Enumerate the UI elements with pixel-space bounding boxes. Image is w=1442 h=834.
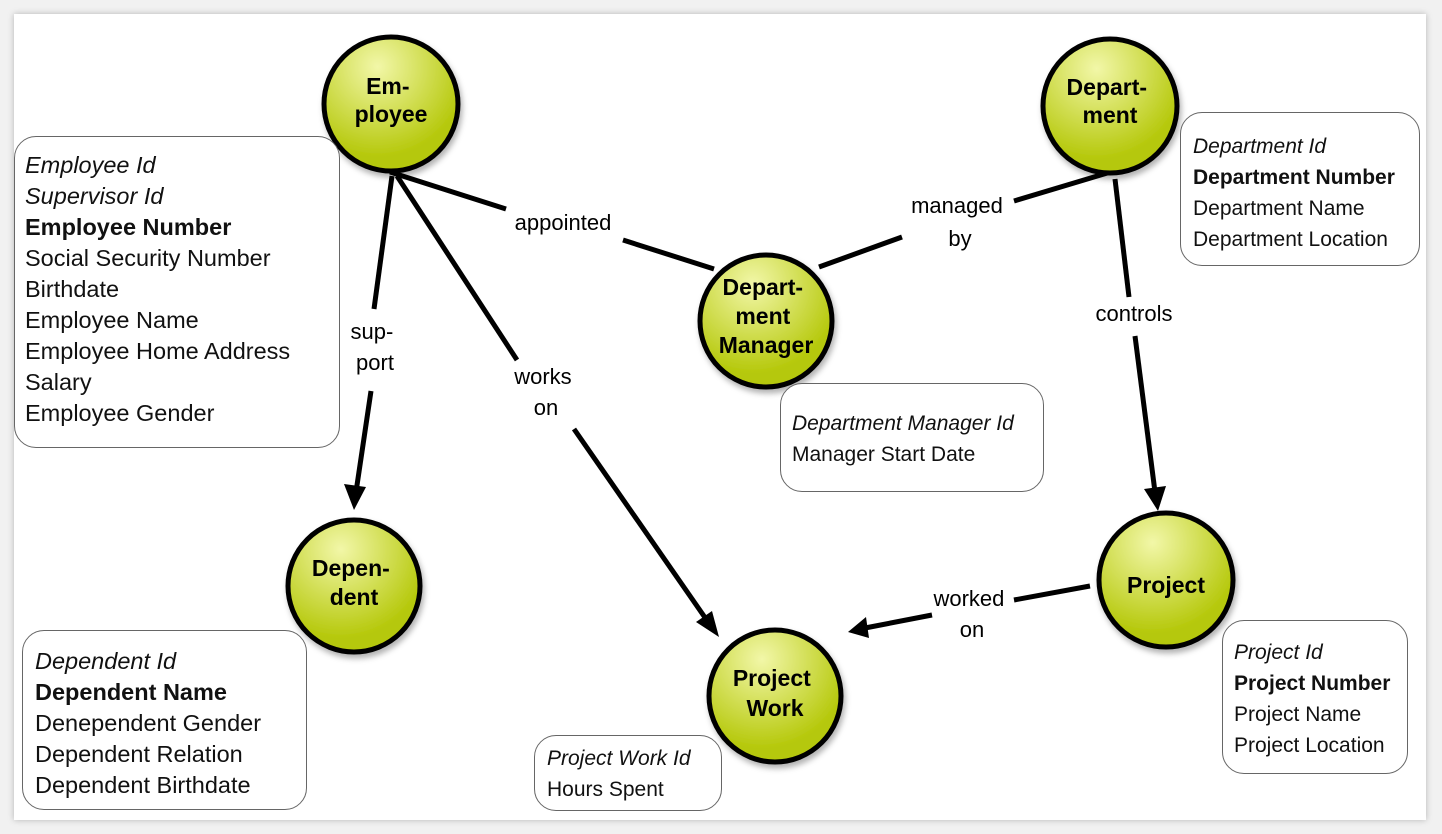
attr-employee-gender: Employee Gender bbox=[25, 400, 215, 426]
department-manager-attributes: Department Manager Id Manager Start Date bbox=[780, 383, 1044, 492]
attr-employee-home-address: Employee Home Address bbox=[25, 338, 291, 364]
attr-department-name: Department Name bbox=[1193, 197, 1365, 220]
svg-text:Depart- ment: Depart- ment Manager bbox=[719, 274, 814, 358]
attr-employee-id: Employee Id bbox=[25, 152, 156, 178]
edges bbox=[344, 168, 1166, 638]
edge-project-worked-on bbox=[1013, 583, 1091, 603]
node-department[interactable]: Depart- ment bbox=[1040, 36, 1180, 176]
node-project-work[interactable]: Project Work bbox=[706, 627, 844, 765]
attr-department-manager-id: Department Manager Id bbox=[792, 412, 1014, 435]
attr-department-id: Department Id bbox=[1193, 135, 1327, 158]
edge-department-controls bbox=[1112, 178, 1132, 298]
edge-works-on-arrowhead bbox=[696, 611, 719, 637]
attr-department-location: Department Location bbox=[1193, 228, 1388, 251]
attr-employee-number: Employee Number bbox=[25, 214, 232, 240]
diagram-canvas: appointed managed by sup- port works on … bbox=[14, 14, 1426, 820]
attr-project-name: Project Name bbox=[1234, 703, 1362, 726]
edge-works-on-project-work bbox=[571, 427, 709, 621]
edge-employee-appointed bbox=[389, 169, 507, 212]
department-attributes: Department Id Department Number Departme… bbox=[1180, 112, 1420, 266]
attr-hours-spent: Hours Spent bbox=[547, 778, 664, 801]
node-employee[interactable]: Em- ployee bbox=[321, 34, 461, 174]
attr-dependent-name: Dependent Name bbox=[35, 679, 227, 705]
attr-project-work-id: Project Work Id bbox=[547, 747, 691, 770]
svg-text:Depen- dent: Depen- dent bbox=[312, 555, 396, 610]
svg-text:Depart- ment: Depart- ment bbox=[1067, 74, 1154, 128]
edge-support-dependent bbox=[353, 390, 374, 493]
nodes: Em- ployee Depart- ment Depart- ment Man… bbox=[285, 34, 1236, 765]
attr-salary: Salary bbox=[25, 369, 92, 395]
attr-dependent-gender: Denependent Gender bbox=[35, 710, 262, 736]
edge-worked-on-arrowhead bbox=[848, 617, 869, 638]
dependent-attributes: Dependent Id Dependent Name Denependent … bbox=[22, 630, 307, 810]
attr-social-security-number: Social Security Number bbox=[25, 245, 271, 271]
svg-text:Project: Project bbox=[1127, 572, 1205, 598]
edge-label-works-on: works on bbox=[513, 364, 578, 420]
edge-controls-project bbox=[1132, 335, 1158, 493]
node-dependent[interactable]: Depen- dent bbox=[285, 517, 423, 655]
employee-attributes: Employee Id Supervisor Id Employee Numbe… bbox=[14, 136, 340, 448]
edge-manager-managed-by bbox=[818, 234, 903, 270]
svg-text:Project Work: Project Work bbox=[733, 665, 817, 721]
attr-supervisor-id: Supervisor Id bbox=[25, 183, 164, 209]
node-project[interactable]: Project bbox=[1096, 510, 1236, 650]
edge-support-arrowhead bbox=[344, 484, 366, 510]
edge-controls-arrowhead bbox=[1144, 486, 1166, 511]
attr-manager-start-date: Manager Start Date bbox=[792, 443, 976, 466]
edge-label-worked-on: worked on bbox=[932, 586, 1010, 642]
edge-employee-works-on bbox=[394, 174, 520, 362]
edge-employee-support bbox=[371, 175, 395, 310]
edge-worked-on-project-work bbox=[864, 612, 933, 631]
attr-dependent-birthdate: Dependent Birthdate bbox=[35, 772, 251, 798]
edge-labels: appointed managed by sup- port works on … bbox=[351, 193, 1173, 642]
project-work-attributes: Project Work Id Hours Spent bbox=[534, 735, 722, 811]
edge-appointed-manager bbox=[622, 237, 715, 272]
attr-department-number: Department Number bbox=[1193, 166, 1395, 189]
node-department-manager[interactable]: Depart- ment Manager bbox=[697, 252, 835, 390]
edge-managed-by-department bbox=[1013, 168, 1115, 204]
attr-dependent-relation: Dependent Relation bbox=[35, 741, 243, 767]
edge-label-managed-by: managed by bbox=[911, 193, 1009, 251]
attr-project-id: Project Id bbox=[1234, 641, 1323, 664]
attr-dependent-id: Dependent Id bbox=[35, 648, 177, 674]
svg-text:Em- ployee: Em- ployee bbox=[355, 73, 428, 127]
edge-label-support: sup- port bbox=[351, 319, 400, 375]
attr-project-location: Project Location bbox=[1234, 734, 1385, 757]
project-attributes: Project Id Project Number Project Name P… bbox=[1222, 620, 1408, 774]
attr-employee-name: Employee Name bbox=[25, 307, 199, 333]
edge-label-controls: controls bbox=[1095, 301, 1172, 326]
edge-label-appointed: appointed bbox=[515, 210, 612, 235]
attr-birthdate: Birthdate bbox=[25, 276, 120, 302]
attr-project-number: Project Number bbox=[1234, 672, 1391, 695]
er-diagram: appointed managed by sup- port works on … bbox=[285, 34, 1236, 765]
